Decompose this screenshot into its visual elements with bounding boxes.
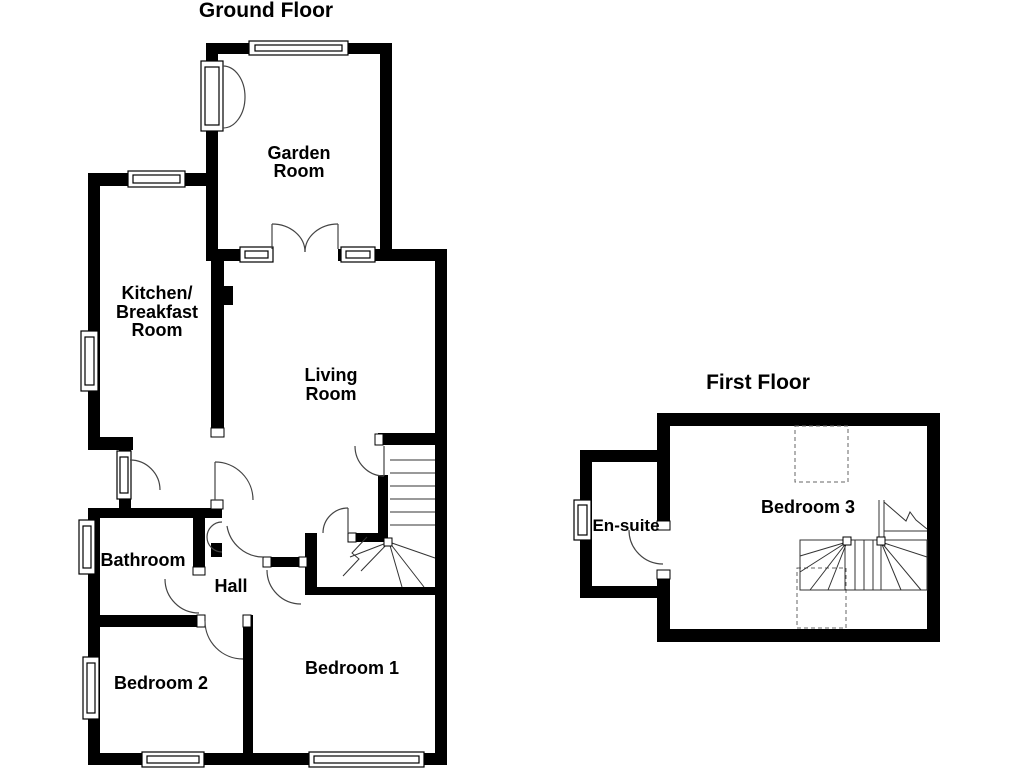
stair-break-line xyxy=(342,536,368,577)
room-label-en-suite: En-suite xyxy=(592,516,659,535)
garden-wall-window-right xyxy=(340,246,376,263)
room-label-kitchen-2: Breakfast xyxy=(116,302,198,322)
ground-floor-staircase xyxy=(342,459,436,588)
stair-newel-left xyxy=(842,536,852,546)
garden-wall-window-left xyxy=(239,246,274,263)
room-label-garden-room-1: Garden xyxy=(267,143,330,163)
room-label-bedroom-3: Bedroom 3 xyxy=(761,497,855,517)
garden-room-double-doors xyxy=(271,223,339,253)
bedroom1-door xyxy=(266,569,302,605)
french-door-recess xyxy=(200,60,224,132)
first-floor-title: First Floor xyxy=(706,371,810,394)
ground-floor-door-recesses xyxy=(116,60,224,500)
bedroom2-bottom-window xyxy=(141,751,205,768)
first-floor-labels: First Floor Bedroom 3 En-suite xyxy=(592,371,855,535)
living-room-door xyxy=(322,507,349,534)
first-floor-walls xyxy=(580,413,940,642)
bedroom2-side-window xyxy=(82,656,100,720)
first-floor-staircase xyxy=(799,500,928,591)
ground-floor-labels: Ground Floor Garden Room Kitchen/ Breakf… xyxy=(101,0,400,693)
cupboard-bifold-doors xyxy=(206,521,223,553)
ensuite-window xyxy=(573,499,592,541)
room-label-kitchen-3: Room xyxy=(132,320,183,340)
kitchen-door xyxy=(214,461,254,501)
front-door-recess xyxy=(116,450,132,500)
garden-room-window xyxy=(248,40,349,56)
first-floor-plan: First Floor Bedroom 3 En-suite xyxy=(573,371,940,642)
stair-newel xyxy=(383,537,393,547)
ground-floor-windows xyxy=(78,40,425,768)
room-label-living-room-2: Room xyxy=(306,384,357,404)
garden-doorway-opening xyxy=(272,247,338,263)
bathroom-window xyxy=(78,519,96,575)
kitchen-top-window xyxy=(127,170,186,188)
ground-floor-door-arcs xyxy=(129,65,385,660)
room-label-bedroom-2: Bedroom 2 xyxy=(114,673,208,693)
room-label-kitchen-1: Kitchen/ xyxy=(121,283,192,303)
hall-door xyxy=(226,525,264,558)
kitchen-side-window xyxy=(80,330,99,392)
room-label-bedroom-1: Bedroom 1 xyxy=(305,658,399,678)
ground-floor-title: Ground Floor xyxy=(199,0,333,22)
stair-newel-right xyxy=(876,536,886,546)
stair-handrail xyxy=(878,500,928,541)
bedroom1-bottom-window xyxy=(308,751,425,768)
room-label-hall: Hall xyxy=(214,576,247,596)
reduced-headroom-areas xyxy=(794,425,849,629)
room-label-living-room-1: Living xyxy=(305,365,358,385)
french-doors-swing xyxy=(222,65,246,129)
ensuite-door-jambs xyxy=(656,520,671,580)
ground-floor-plan: Ground Floor Garden Room Kitchen/ Breakf… xyxy=(78,0,447,768)
front-door-swing xyxy=(129,459,161,491)
stairs-door xyxy=(354,445,385,477)
bathroom-door xyxy=(164,578,200,614)
ground-floor-door-jambs xyxy=(192,427,384,628)
room-label-bathroom: Bathroom xyxy=(101,550,186,570)
bedroom2-door xyxy=(204,620,244,660)
ensuite-door xyxy=(628,529,664,565)
room-label-garden-room-2: Room xyxy=(274,161,325,181)
